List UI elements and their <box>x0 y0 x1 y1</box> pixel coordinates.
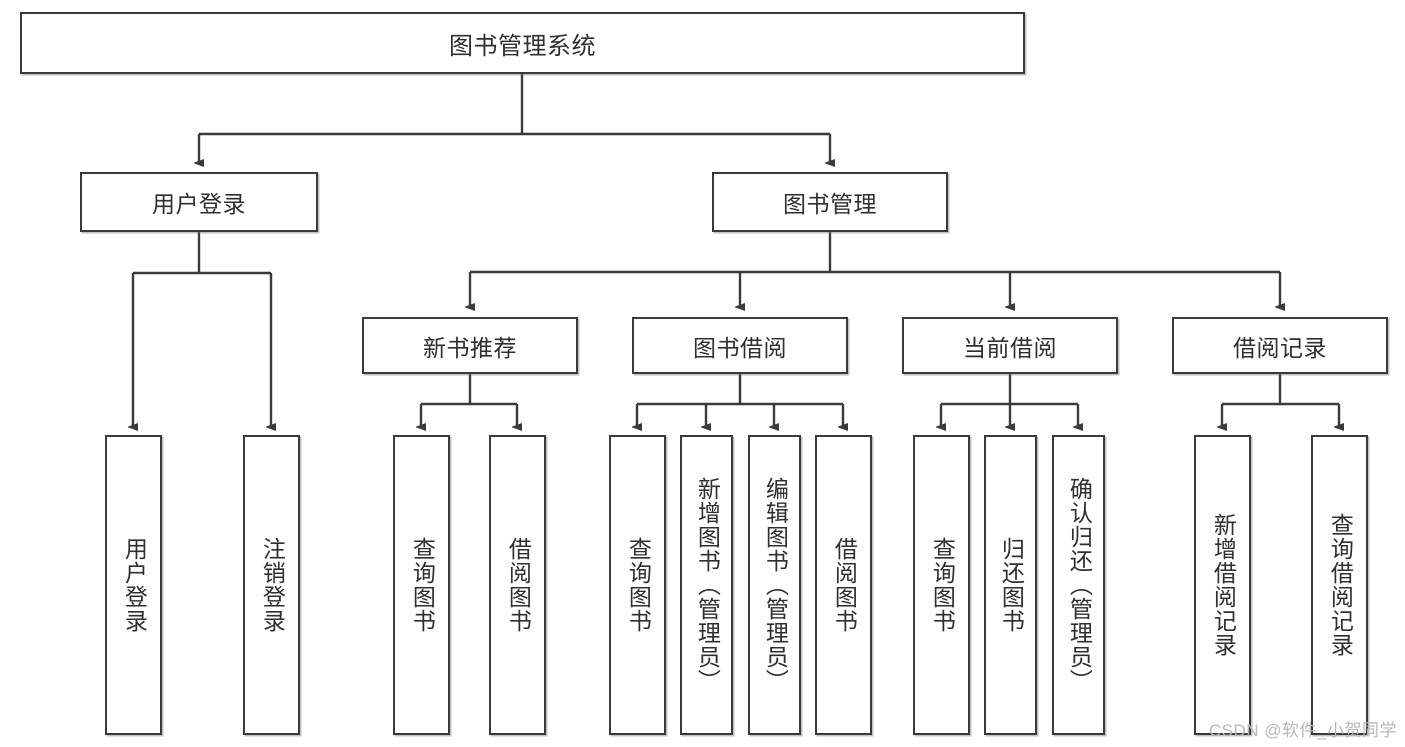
leaf-query-borrow-record[interactable]: 查询借阅记录 <box>1311 435 1368 735</box>
leaf-user-logout[interactable]: 注销登录 <box>243 435 300 735</box>
node-root-system[interactable]: 图书管理系统 <box>20 12 1025 74</box>
node-label: 借阅记录 <box>1233 334 1327 361</box>
node-label: 注销登录 <box>259 537 286 633</box>
node-label: 编辑图书（管理员） <box>762 477 789 693</box>
leaf-borrow-book[interactable]: 借阅图书 <box>815 435 872 735</box>
node-label: 图书借阅 <box>693 334 787 361</box>
node-label: 归还图书 <box>998 537 1025 633</box>
node-label: 新增图书（管理员） <box>694 477 721 693</box>
leaf-query-book-borrow[interactable]: 查询图书 <box>609 435 666 735</box>
node-label: 用户登录 <box>121 537 148 633</box>
node-label: 新书推荐 <box>423 334 517 361</box>
leaf-confirm-return-admin[interactable]: 确认归还（管理员） <box>1052 435 1105 735</box>
node-label: 确认归还（管理员） <box>1066 477 1093 693</box>
leaf-return-book[interactable]: 归还图书 <box>984 435 1037 735</box>
node-user-login[interactable]: 用户登录 <box>80 172 318 232</box>
leaf-add-borrow-record[interactable]: 新增借阅记录 <box>1194 435 1251 735</box>
node-label: 图书管理系统 <box>449 32 596 60</box>
node-label: 查询图书 <box>409 537 436 633</box>
node-label: 借阅图书 <box>505 537 532 633</box>
node-book-management[interactable]: 图书管理 <box>712 172 948 232</box>
leaf-add-book-admin[interactable]: 新增图书（管理员） <box>680 435 733 735</box>
node-borrow-records[interactable]: 借阅记录 <box>1172 317 1388 374</box>
node-current-borrow[interactable]: 当前借阅 <box>902 317 1118 374</box>
node-label: 用户登录 <box>152 191 246 217</box>
node-label: 图书管理 <box>783 191 877 217</box>
node-label: 查询图书 <box>929 537 956 633</box>
leaf-query-book-recommend[interactable]: 查询图书 <box>393 435 450 735</box>
node-label: 查询借阅记录 <box>1327 513 1354 657</box>
node-label: 新增借阅记录 <box>1210 513 1237 657</box>
leaf-query-book-current[interactable]: 查询图书 <box>913 435 970 735</box>
node-label: 查询图书 <box>625 537 652 633</box>
node-new-book-recommend[interactable]: 新书推荐 <box>362 317 578 374</box>
watermark-text: CSDN @软件_小贺同学 <box>1208 721 1397 740</box>
node-book-borrow[interactable]: 图书借阅 <box>632 317 848 374</box>
node-label: 借阅图书 <box>831 537 858 633</box>
node-label: 当前借阅 <box>963 334 1057 361</box>
leaf-edit-book-admin[interactable]: 编辑图书（管理员） <box>748 435 801 735</box>
leaf-borrow-book-recommend[interactable]: 借阅图书 <box>489 435 546 735</box>
leaf-user-login[interactable]: 用户登录 <box>105 435 162 735</box>
